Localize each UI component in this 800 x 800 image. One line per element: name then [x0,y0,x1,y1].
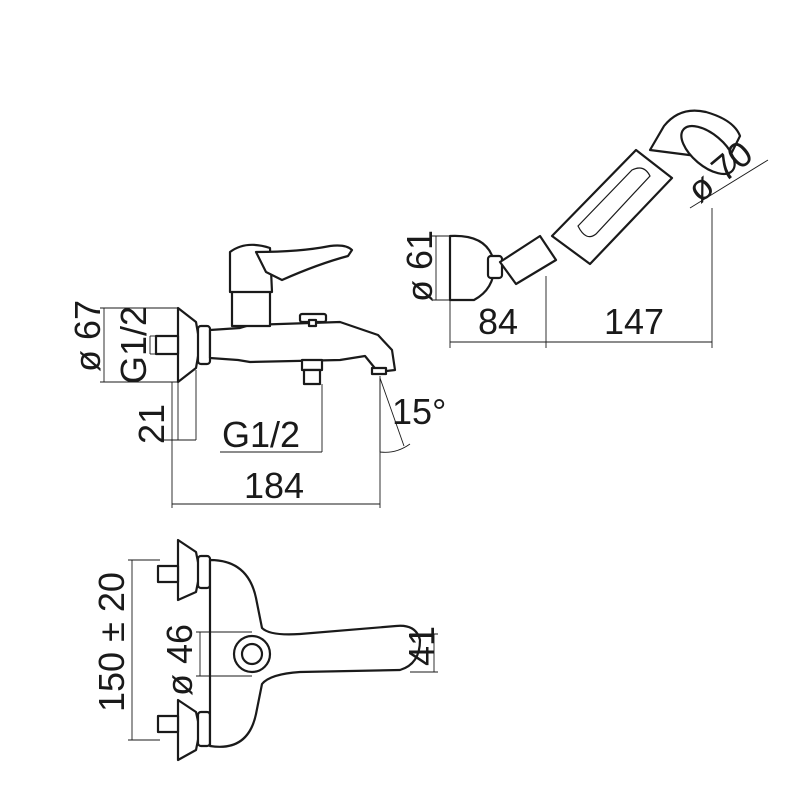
cartridge-column [230,288,272,328]
lever-height-label: 41 [401,626,442,666]
hose-connector [498,234,558,286]
shower-outlet [300,358,324,372]
shower-handle [550,148,674,266]
holder-depth-label: 84 [478,301,518,342]
mixer-top-view [128,538,438,762]
lever-handle [254,244,354,282]
lower-stub [156,714,180,734]
lower-nut [196,710,212,748]
offset-label: 21 [131,404,172,444]
connection-nut [196,324,212,366]
mixer-side-view [100,243,411,508]
shower-length-label: 147 [604,301,664,342]
holder-diameter-label: ø 61 [399,230,440,302]
diverter-stem [307,318,318,328]
aerator [370,366,388,376]
flange-diameter-label: ø 67 [67,300,108,372]
upper-nut [196,554,212,590]
shower-face [680,124,736,176]
inlet-stub [154,334,180,356]
inlet-thread-label: G1/2 [113,306,154,384]
upper-stub [156,564,180,584]
angle-label: 15° [392,391,446,432]
lever-disc-inner [240,642,264,666]
wall-flange [176,306,202,384]
handle-grip-inset [577,167,651,238]
holder-hinge [486,254,504,280]
body-length-label: 184 [244,465,304,506]
outlet-thread-label: G1/2 [222,414,300,455]
lower-flange [176,698,202,762]
shower-outlet-thread [302,368,322,386]
upper-flange [176,538,202,602]
top-body [208,558,422,748]
hand-shower-view [432,109,769,348]
lever-diameter-label: ø 46 [159,624,200,696]
centers-label: 150 ± 20 [91,572,132,712]
